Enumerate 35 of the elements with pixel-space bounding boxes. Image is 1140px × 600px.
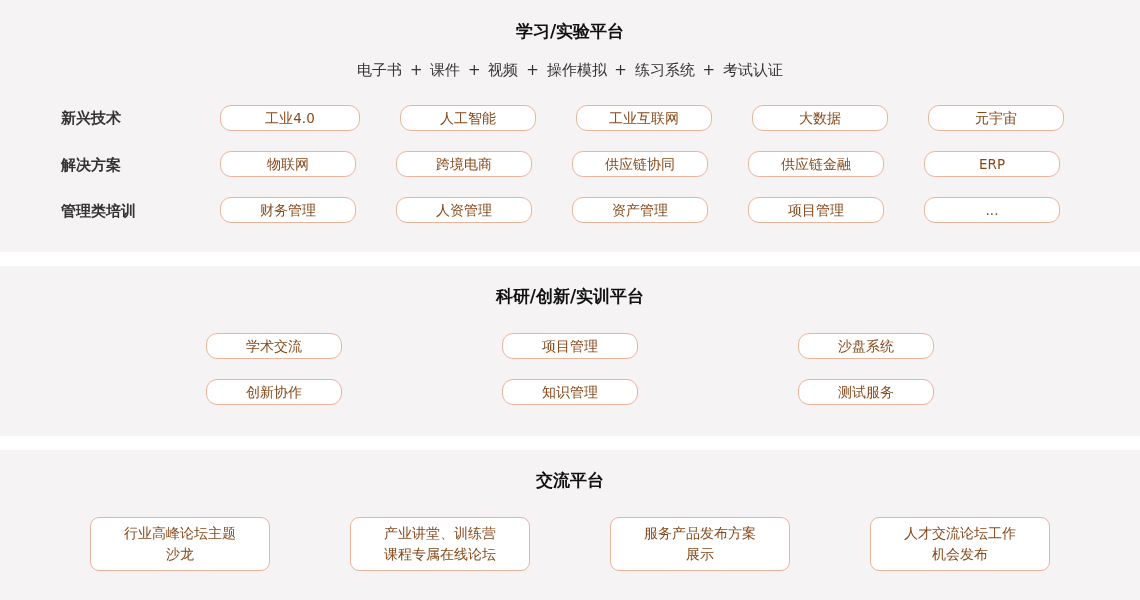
topic-pill: 物联网 (220, 151, 356, 177)
row-label: 解决方案 (61, 155, 121, 176)
topic-pill: 知识管理 (502, 379, 638, 405)
topic-pill: ERP (924, 151, 1060, 177)
row-label: 新兴技术 (61, 108, 121, 129)
topic-pill: 供应链协同 (572, 151, 708, 177)
topic-pill: 工业4.0 (220, 105, 360, 131)
topic-pill: 人工智能 (400, 105, 536, 131)
section-subtitle: 电子书 + 课件 + 视频 + 操作模拟 + 练习系统 + 考试认证 (356, 60, 784, 81)
topic-pill: 资产管理 (572, 197, 708, 223)
topic-pill: 项目管理 (748, 197, 884, 223)
topic-pill: 元宇宙 (928, 105, 1064, 131)
topic-pill: ... (924, 197, 1060, 223)
topic-pill: 人资管理 (396, 197, 532, 223)
row-label: 管理类培训 (61, 201, 136, 222)
topic-pill: 跨境电商 (396, 151, 532, 177)
platform-panel (0, 0, 1140, 252)
topic-pill: 测试服务 (798, 379, 934, 405)
section-heading: 学习/实验平台 (514, 20, 626, 43)
topic-pill: 学术交流 (206, 333, 342, 359)
topic-card: 产业讲堂、训练营课程专属在线论坛 (350, 517, 530, 571)
section-heading: 交流平台 (535, 469, 605, 492)
topic-card: 行业高峰论坛主题沙龙 (90, 517, 270, 571)
section-heading: 科研/创新/实训平台 (494, 285, 646, 308)
topic-pill: 创新协作 (206, 379, 342, 405)
topic-pill: 沙盘系统 (798, 333, 934, 359)
topic-pill: 财务管理 (220, 197, 356, 223)
topic-pill: 工业互联网 (576, 105, 712, 131)
topic-pill: 供应链金融 (748, 151, 884, 177)
platform-panel (0, 266, 1140, 436)
platform-panel (0, 450, 1140, 600)
topic-pill: 大数据 (752, 105, 888, 131)
topic-pill: 项目管理 (502, 333, 638, 359)
topic-card: 服务产品发布方案展示 (610, 517, 790, 571)
topic-card: 人才交流论坛工作机会发布 (870, 517, 1050, 571)
